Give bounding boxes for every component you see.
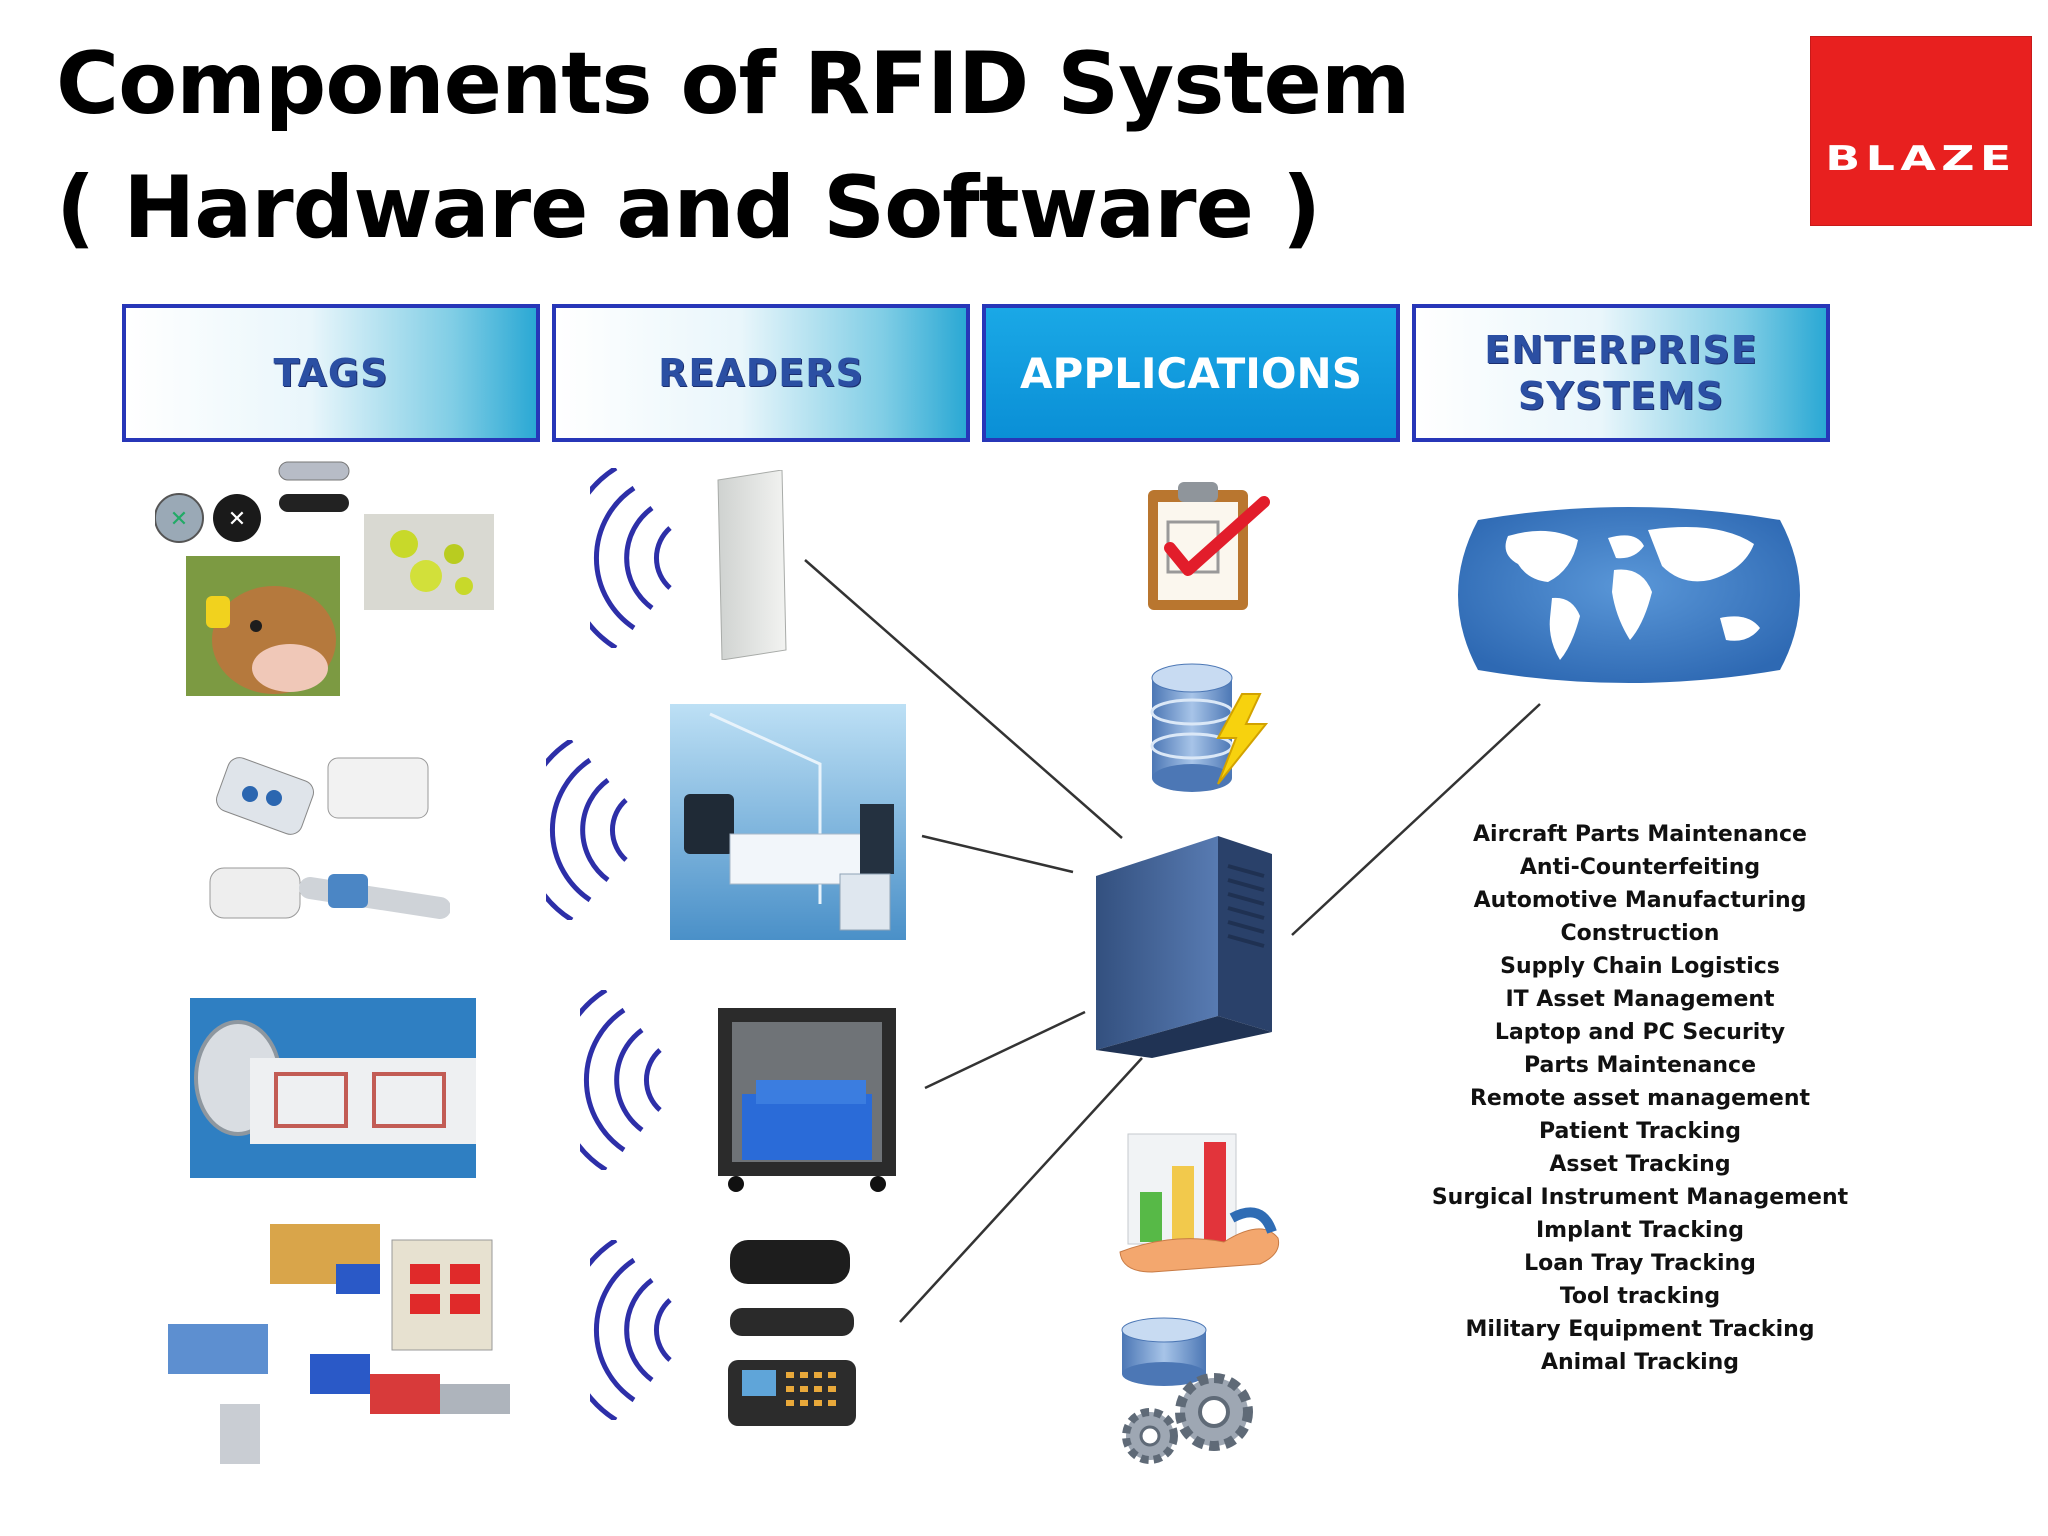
list-item: Military Equipment Tracking bbox=[1465, 1317, 1815, 1342]
wristband-tags-image bbox=[209, 757, 450, 919]
radio-wave-icon bbox=[590, 468, 672, 648]
header-readers: READERS bbox=[552, 304, 970, 442]
list-item: Loan Tray Tracking bbox=[1524, 1251, 1756, 1276]
line-handheld-to-server bbox=[899, 1057, 1143, 1323]
green-tags-image bbox=[364, 514, 494, 610]
header-applications-label: APPLICATIONS bbox=[1020, 348, 1362, 398]
list-item: Remote asset management bbox=[1469, 1086, 1811, 1111]
svg-text:✕: ✕ bbox=[228, 507, 246, 532]
line-room-reader-to-server bbox=[921, 834, 1074, 874]
list-item: Asset Tracking bbox=[1549, 1152, 1731, 1177]
header-tags-label: TAGS bbox=[273, 351, 389, 395]
rfid-label-roll-image bbox=[190, 998, 476, 1178]
room-reader-image bbox=[670, 704, 906, 940]
list-item: Implant Tracking bbox=[1536, 1218, 1744, 1243]
list-item: Supply Chain Logistics bbox=[1500, 954, 1780, 979]
slide-title: Components of RFID System ( Hardware and… bbox=[56, 22, 1410, 270]
line-cabinet-to-server bbox=[924, 1010, 1086, 1090]
line-antenna-to-server bbox=[804, 559, 1123, 839]
header-applications: APPLICATIONS bbox=[982, 304, 1400, 442]
header-enterprise-line-2: SYSTEMS bbox=[1517, 374, 1725, 418]
logo-text: BLAZE bbox=[1825, 139, 2017, 179]
database-lightning-icon bbox=[1150, 663, 1269, 792]
header-readers-label: READERS bbox=[658, 351, 864, 395]
tag-tokens-image: ✕ ✕ bbox=[155, 461, 350, 543]
server-tower-icon bbox=[1096, 836, 1272, 1058]
line-server-to-world bbox=[1291, 703, 1541, 936]
list-item: Surgical Instrument Management bbox=[1431, 1185, 1849, 1210]
title-line-1: Components of RFID System bbox=[56, 34, 1410, 134]
chart-hand-icon bbox=[1119, 1133, 1280, 1273]
list-item: Construction bbox=[1560, 921, 1720, 946]
blaze-logo: BLAZE bbox=[1810, 36, 2032, 226]
header-enterprise-line-1: ENTERPRISE bbox=[1484, 328, 1758, 372]
list-item: Patient Tracking bbox=[1538, 1119, 1742, 1144]
list-item: Tool tracking bbox=[1559, 1284, 1721, 1309]
list-item: Laptop and PC Security bbox=[1494, 1020, 1786, 1045]
header-enterprise-systems: ENTERPRISE SYSTEMS bbox=[1412, 304, 1830, 442]
list-item: Automotive Manufacturing bbox=[1473, 888, 1807, 913]
enterprise-uses-list: Aircraft Parts Maintenance Anti-Counterf… bbox=[1400, 818, 1880, 1379]
database-gears-icon bbox=[1121, 1317, 1253, 1464]
list-item: Animal Tracking bbox=[1540, 1350, 1740, 1375]
list-item: Aircraft Parts Maintenance bbox=[1473, 822, 1807, 847]
radio-wave-icon bbox=[546, 740, 628, 920]
list-item: Anti-Counterfeiting bbox=[1519, 855, 1761, 880]
header-tags: TAGS bbox=[122, 304, 540, 442]
cow-ear-tag-image bbox=[186, 556, 340, 696]
title-line-2: ( Hardware and Software ) bbox=[56, 158, 1321, 258]
radio-wave-icon bbox=[590, 1240, 672, 1420]
rfid-cabinet-image bbox=[718, 1008, 896, 1192]
handheld-readers-image bbox=[728, 1240, 856, 1426]
list-item: Parts Maintenance bbox=[1523, 1053, 1756, 1078]
checklist-clipboard-icon bbox=[1148, 482, 1270, 610]
radio-wave-icon bbox=[580, 990, 662, 1170]
world-map-icon bbox=[1458, 507, 1800, 683]
industrial-equipment-image bbox=[168, 1224, 510, 1464]
list-item: IT Asset Management bbox=[1505, 987, 1775, 1012]
panel-antenna-image bbox=[717, 470, 787, 660]
svg-text:✕: ✕ bbox=[170, 507, 188, 532]
